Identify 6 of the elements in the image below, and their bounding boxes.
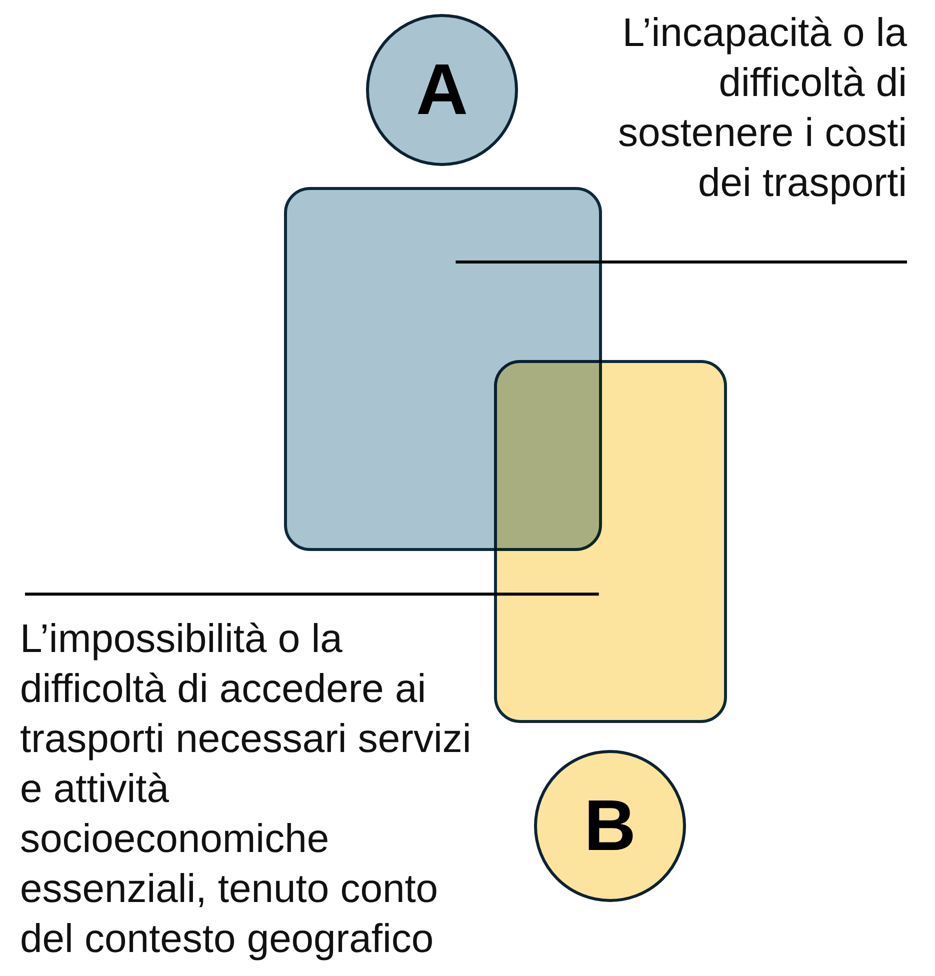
leader-line xyxy=(456,260,907,264)
circle-letter: A xyxy=(416,49,468,131)
rounded-square xyxy=(494,360,727,723)
description-text: L’incapacità o la difficoltà di sostenere i costi dei trasporti xyxy=(616,10,907,207)
description-text: L’impossibilità o la difficoltà di accedere ai trasporti necessari servizi e attività socioeconomiche essenziali, tenuto conto del contesto geografico xyxy=(20,616,472,963)
circle-letter: B xyxy=(584,785,636,867)
